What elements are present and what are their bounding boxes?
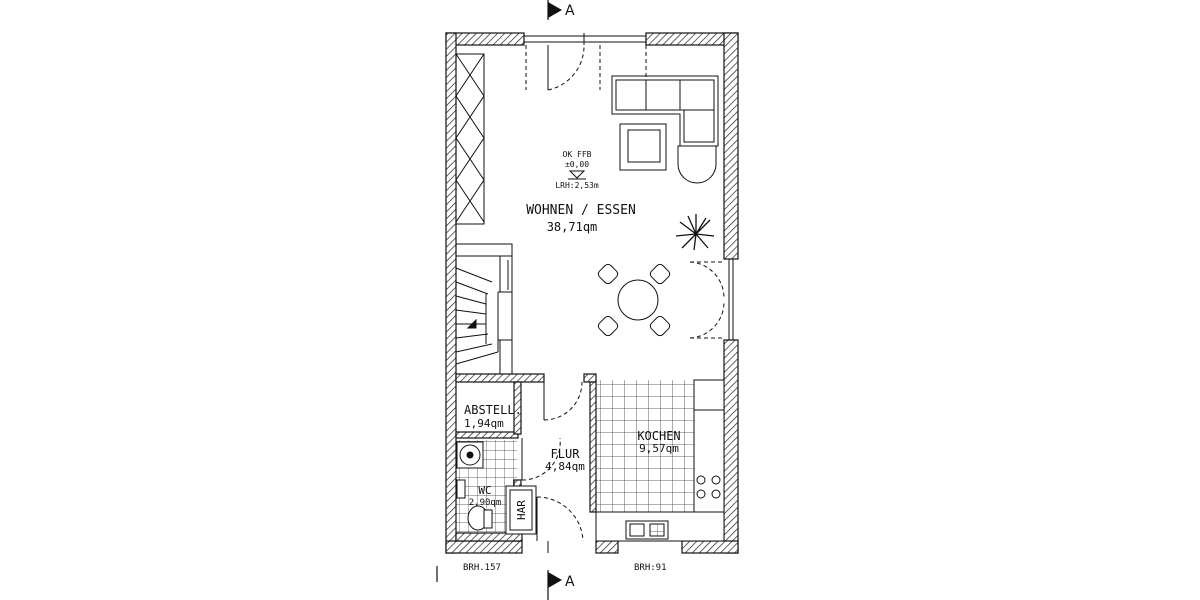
top-window xyxy=(524,33,646,45)
wc-area: 2,90qm xyxy=(469,498,502,508)
round-chair xyxy=(677,145,717,184)
level-marker-line3: LRH:2,53m xyxy=(555,181,599,190)
section-mark-bottom-label: A xyxy=(565,574,575,590)
section-mark-bottom: A xyxy=(547,570,575,600)
parapet-right-label: BRH:91 xyxy=(634,563,667,573)
level-marker: OK FFB ±0,00 LRH:2,53m xyxy=(555,150,599,190)
living-room-area: 38,71qm xyxy=(547,220,598,234)
har-label: HAR xyxy=(515,500,528,520)
hall-lines xyxy=(521,381,584,553)
living-room-name: WOHNEN / ESSEN xyxy=(526,203,636,218)
parapet-left-label: BRH.157 xyxy=(463,563,501,573)
sink-icon xyxy=(625,520,669,540)
exterior-walls xyxy=(445,32,739,554)
right-door xyxy=(689,258,738,341)
level-marker-line1: OK FFB xyxy=(563,150,592,159)
staircase xyxy=(455,243,513,375)
storage-room-area: 1,94qm xyxy=(464,417,504,430)
stove-icon xyxy=(696,475,721,499)
hall-area: 4,84qm xyxy=(545,460,585,473)
storage-room-name: ABSTELL. xyxy=(464,403,522,417)
wardrobe xyxy=(455,53,485,225)
wc-fixtures xyxy=(456,441,537,535)
section-mark-top-label: A xyxy=(565,3,575,19)
kitchen-area: 9,57qm xyxy=(639,442,679,455)
kitchen-floor-tiles xyxy=(596,380,694,518)
top-door-swings xyxy=(525,45,647,91)
dining-set xyxy=(597,263,671,337)
section-mark-top: A xyxy=(547,0,575,20)
hall-name: FLUR xyxy=(551,447,581,461)
plant xyxy=(675,214,715,251)
kitchen-name: KOCHEN xyxy=(637,429,680,443)
level-marker-line2: ±0,00 xyxy=(565,160,589,169)
armchair xyxy=(619,123,667,171)
wc-name: WC xyxy=(478,484,491,497)
